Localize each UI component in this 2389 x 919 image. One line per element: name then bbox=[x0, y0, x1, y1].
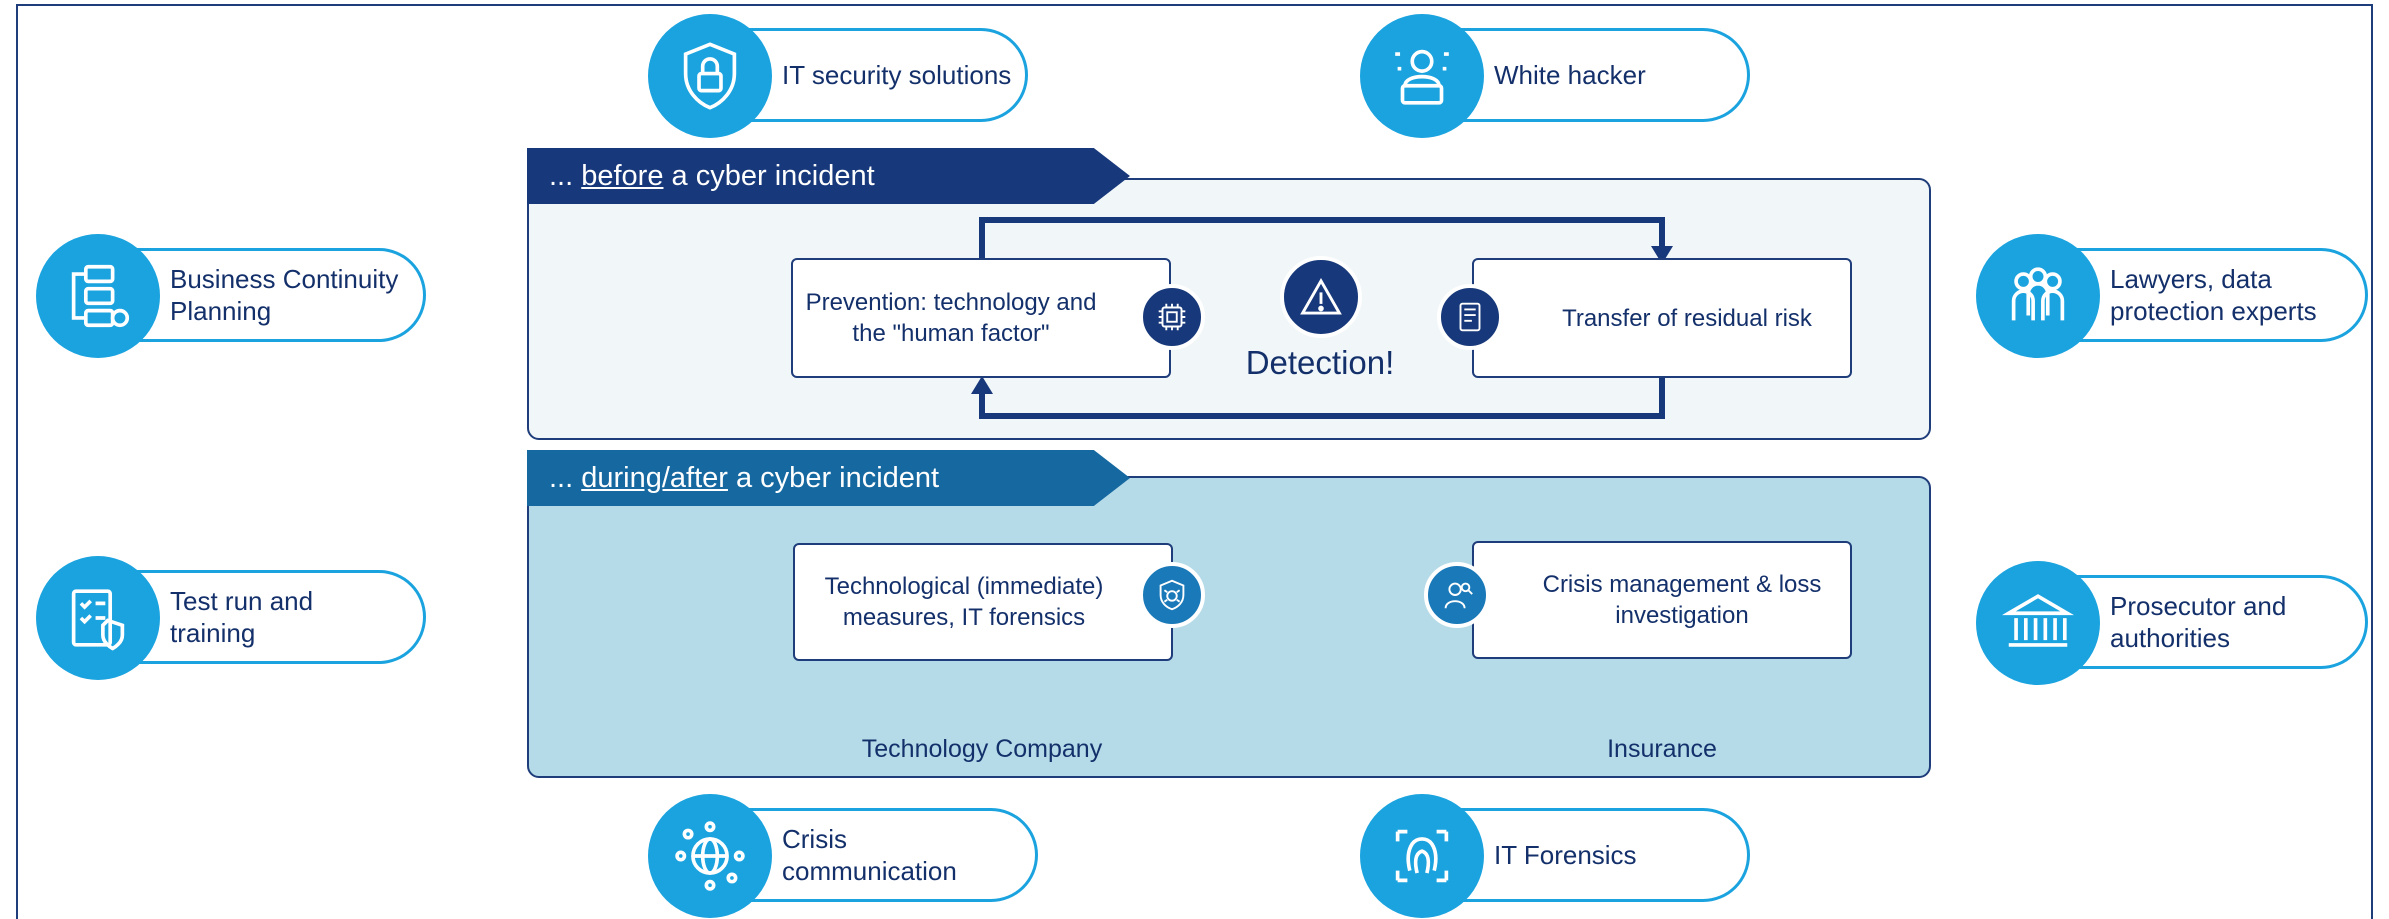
item-it-security: IT security solutions bbox=[648, 14, 1028, 138]
item-label: IT Forensics bbox=[1494, 840, 1637, 870]
checklist-shield-icon bbox=[36, 556, 160, 680]
transfer-label: Transfer of residual risk bbox=[1562, 304, 1812, 332]
transfer-box: Transfer of residual risk bbox=[1472, 258, 1852, 378]
crisis-mgmt-box: Crisis management & loss investigation bbox=[1472, 541, 1852, 659]
item-white-hacker: White hacker bbox=[1360, 14, 1750, 138]
item-label: Lawyers, data protection experts bbox=[2110, 264, 2317, 326]
tech-measures-box: Technological (immediate) measures, IT f… bbox=[793, 543, 1173, 661]
banner-emph: before bbox=[581, 159, 664, 192]
courthouse-icon bbox=[1976, 561, 2100, 685]
flowchart-icon bbox=[36, 234, 160, 358]
chip-icon bbox=[1139, 284, 1205, 350]
tech-company-label: Technology Company bbox=[861, 735, 1103, 763]
item-lawyers: Lawyers, data protection experts bbox=[1976, 234, 2368, 358]
item-test-run: Test run and training bbox=[36, 556, 426, 680]
fingerprint-icon bbox=[1360, 794, 1484, 918]
document-contract-icon bbox=[1437, 284, 1503, 350]
hacker-laptop-icon bbox=[1360, 14, 1484, 138]
people-group-icon bbox=[1976, 234, 2100, 358]
item-it-forensics: IT Forensics bbox=[1360, 794, 1750, 918]
item-label: Crisis communication bbox=[782, 824, 957, 886]
globe-network-icon bbox=[648, 794, 772, 918]
item-label: IT security solutions bbox=[782, 60, 1012, 90]
insurance-label: Insurance bbox=[1607, 735, 1717, 763]
prevention-box: Prevention: technology and the "human fa… bbox=[791, 258, 1171, 378]
diagram-frame bbox=[16, 4, 2373, 919]
detection-label: Detection! bbox=[1245, 344, 1395, 381]
banner-suffix: a cyber incident bbox=[736, 461, 940, 494]
shield-lock-icon bbox=[648, 14, 772, 138]
item-crisis-comm: Crisis communication bbox=[648, 794, 1038, 918]
banner-prefix: ... bbox=[549, 461, 574, 494]
item-label: Business Continuity Planning bbox=[170, 264, 399, 326]
banner-before-incident: ... before a cyber incident bbox=[527, 148, 1130, 204]
crisis-mgmt-label: Crisis management & loss investigation bbox=[1542, 571, 1822, 629]
item-prosecutor: Prosecutor and authorities bbox=[1976, 561, 2368, 685]
item-label: Prosecutor and authorities bbox=[2110, 591, 2287, 653]
banner-during-after-incident: ... during/after a cyber incident bbox=[527, 450, 1130, 506]
investigator-icon bbox=[1424, 562, 1490, 628]
item-bcp: Business Continuity Planning bbox=[36, 234, 426, 358]
item-label: Test run and training bbox=[170, 586, 314, 648]
alert-icon bbox=[1280, 256, 1362, 338]
tech-measures-label: Technological (immediate) measures, IT f… bbox=[824, 573, 1104, 631]
shield-bug-icon bbox=[1139, 562, 1205, 628]
item-label: White hacker bbox=[1494, 60, 1646, 90]
banner-suffix: a cyber incident bbox=[671, 159, 875, 192]
banner-prefix: ... bbox=[549, 159, 574, 192]
prevention-label: Prevention: technology and the "human fa… bbox=[805, 289, 1097, 347]
banner-emph: during/after bbox=[581, 461, 728, 494]
